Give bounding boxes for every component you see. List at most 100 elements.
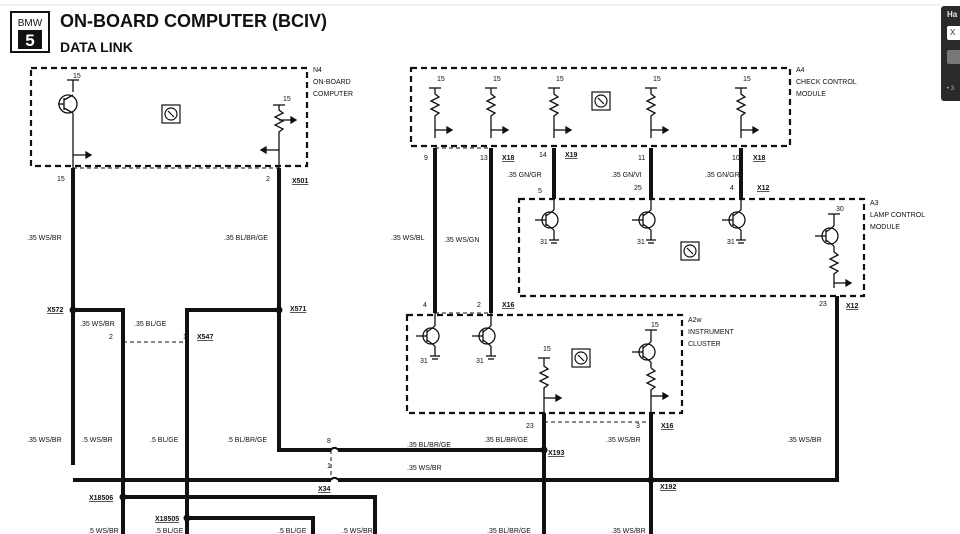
resistor: [429, 87, 454, 138]
supply-label: 15: [653, 76, 661, 83]
module-n4-box: [29, 66, 309, 168]
wire-label: .35 WS/BL: [391, 235, 425, 242]
page-title: ON-BOARD COMPUTER (BCIV): [60, 11, 327, 31]
supply-label: 15: [556, 76, 564, 83]
wire-label: .5 BL/BR/GE: [227, 437, 267, 444]
connector-label: X18: [753, 155, 766, 162]
module-a4-label: A4 CHECK CONTROL MODULE: [796, 67, 857, 98]
wire-harness: [71, 148, 839, 534]
connector-label: X19: [565, 152, 578, 159]
connector-label: X18505: [155, 516, 179, 523]
svg-text:CHECK CONTROL: CHECK CONTROL: [796, 79, 857, 86]
supply-label: 31: [420, 358, 428, 365]
svg-text:CLUSTER: CLUSTER: [688, 341, 721, 348]
pin-label: 9: [424, 155, 428, 162]
resistor: [548, 87, 573, 138]
connector-label: X34: [318, 486, 331, 493]
module-a2w-label: A2w INSTRUMENT CLUSTER: [688, 317, 735, 348]
wire-label: .35 WS/BR: [611, 528, 646, 534]
pin-label: 3: [636, 423, 640, 430]
chip-icon: [161, 104, 181, 124]
module-a4-box: [409, 66, 792, 148]
pin-label: 2: [477, 302, 481, 309]
pin-label: 10: [732, 155, 740, 162]
internal-circuits: [58, 79, 298, 168]
connector-label: X192: [660, 484, 676, 491]
pin-label: 5: [538, 188, 542, 195]
chip-icon: [591, 91, 611, 111]
wire-label: .5 WS/BR: [82, 437, 113, 444]
wire-label: .35 BL/BR/GE: [487, 528, 531, 534]
wire-label: .5 BL/GE: [150, 437, 179, 444]
resistor: [645, 87, 670, 138]
pin-label: 14: [539, 152, 547, 159]
wire-label: .35 BL/BR/GE: [224, 235, 268, 242]
wire-label: .5 WS/BR: [88, 528, 119, 534]
wire-label: .35 BL/BR/GE: [484, 437, 528, 444]
transistor: [472, 313, 496, 360]
supply-label: 15: [437, 76, 445, 83]
svg-text:A3: A3: [870, 200, 879, 207]
bmw-logo: BMW 5: [10, 11, 50, 53]
wire-label: .35 WS/BR: [407, 465, 442, 472]
wire-label: .35 WS/BR: [787, 437, 822, 444]
pin-label: 2: [266, 176, 270, 183]
svg-text:ON-BOARD: ON-BOARD: [313, 79, 351, 86]
transistor: [632, 329, 670, 413]
wire-label: .35 BL/BR/GE: [407, 442, 451, 449]
supply-label: 31: [637, 239, 645, 246]
svg-text:COMPUTER: COMPUTER: [313, 91, 353, 98]
side-panel-input[interactable]: X: [947, 26, 960, 40]
supply-label: 31: [476, 358, 484, 365]
svg-text:INSTRUMENT: INSTRUMENT: [688, 329, 735, 336]
pin-label: 23: [526, 423, 534, 430]
connector-label: X16: [502, 302, 515, 309]
resistor: [485, 87, 510, 138]
wire-label: .35 WS/BR: [80, 321, 115, 328]
connector-label: X12: [846, 303, 859, 310]
pin-label: 8: [327, 438, 331, 445]
module-n4-label: N4 ON-BOARD COMPUTER: [313, 67, 353, 98]
connector-label: X16: [661, 423, 674, 430]
pin-label: 15: [57, 176, 65, 183]
transistor: [416, 313, 440, 360]
module-a3-label: A3 LAMP CONTROL MODULE: [870, 200, 925, 231]
connector-label: X193: [548, 450, 564, 457]
supply-label: 15: [543, 346, 551, 353]
logo-text: BMW: [18, 18, 43, 29]
connector-label: X572: [47, 307, 63, 314]
side-panel: Ha X • 3: [941, 6, 960, 101]
connector-label: X547: [197, 334, 213, 341]
side-panel-title: Ha: [947, 10, 958, 19]
supply-label: 15: [283, 96, 291, 103]
module-a3-box: [517, 197, 866, 298]
supply-label: 15: [743, 76, 751, 83]
connector-label: X18506: [89, 495, 113, 502]
page-subtitle: DATA LINK: [60, 39, 133, 55]
side-panel-button[interactable]: [947, 50, 960, 64]
supply-label: 15: [651, 322, 659, 329]
pin-label: 13: [480, 155, 488, 162]
wire-label: .5 BL/GE: [278, 528, 307, 534]
supply-label: 15: [493, 76, 501, 83]
wire-label: .5 WS/BR: [342, 528, 373, 534]
svg-text:A4: A4: [796, 67, 805, 74]
supply-label: 30: [836, 206, 844, 213]
pin-label: 4: [730, 185, 734, 192]
pin-label: 2: [109, 334, 113, 341]
supply-label: 31: [727, 239, 735, 246]
wire-label: .35 WS/BR: [27, 235, 62, 242]
side-panel-footer: • 3: [947, 86, 955, 92]
wire-label: .35 BL/GE: [134, 321, 167, 328]
supply-label: 31: [540, 239, 548, 246]
connector-label: X501: [292, 178, 308, 185]
pin-label: 25: [634, 185, 642, 192]
resistor: [538, 357, 563, 413]
pin-label: 11: [638, 155, 645, 162]
wire-label: .35 GN/VI: [611, 172, 642, 179]
svg-text:MODULE: MODULE: [870, 224, 900, 231]
connector-label: X571: [290, 306, 306, 313]
svg-text:LAMP CONTROL: LAMP CONTROL: [870, 212, 925, 219]
chip-icon: [680, 241, 700, 261]
